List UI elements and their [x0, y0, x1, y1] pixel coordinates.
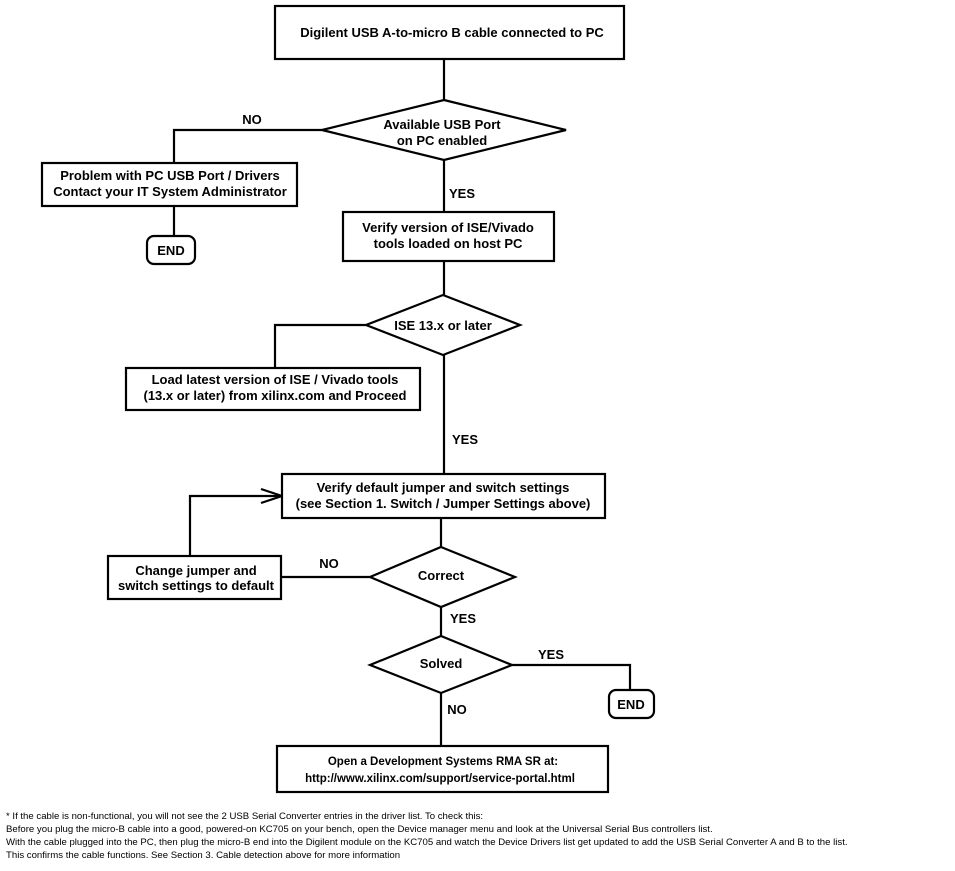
- connector-usb-no: [172, 128, 322, 163]
- footnote-line-1: * If the cable is non-functional, you wi…: [6, 811, 484, 822]
- footnote-line-2: Before you plug the micro-B cable into a…: [6, 824, 713, 835]
- decision-solved: Solved: [367, 634, 515, 695]
- node-change-jumpers-line-1: Change jumper and: [135, 563, 256, 578]
- node-end-1: END: [145, 234, 197, 266]
- label-solved-no: NO: [447, 702, 467, 717]
- node-change-jumpers-line-2: switch settings to default: [118, 578, 275, 593]
- decision-usb-port: Available USB Port on PC enabled: [321, 98, 567, 162]
- decision-correct-label: Correct: [418, 568, 465, 583]
- label-solved-yes: YES: [538, 647, 564, 662]
- node-start-line-1: Digilent USB A-to-micro B cable connecte…: [300, 25, 604, 40]
- node-end-2: END: [607, 688, 656, 720]
- node-usb-problem: Problem with PC USB Port / Drivers Conta…: [40, 161, 299, 208]
- node-start: Digilent USB A-to-micro B cable connecte…: [273, 4, 626, 61]
- node-rma-line-2: http://www.xilinx.com/support/service-po…: [305, 773, 575, 785]
- node-end-1-label: END: [157, 243, 184, 258]
- connectors: [172, 59, 632, 746]
- node-verify-jumpers-line-1: Verify default jumper and switch setting…: [317, 480, 570, 495]
- connector-change-to-jumpers: [188, 494, 282, 556]
- edge-labels: NO YES YES NO YES YES NO: [242, 112, 564, 717]
- node-change-jumpers: Change jumper and switch settings to def…: [106, 554, 283, 601]
- label-usb-yes: YES: [449, 186, 475, 201]
- node-verify-tools-line-2: tools loaded on host PC: [374, 236, 523, 251]
- connector-ise-to-load: [273, 323, 366, 368]
- node-rma-line-1: Open a Development Systems RMA SR at:: [328, 756, 558, 768]
- flowchart: Digilent USB A-to-micro B cable connecte…: [40, 4, 656, 794]
- node-verify-jumpers-line-2: (see Section 1. Switch / Jumper Settings…: [296, 496, 591, 511]
- node-end-2-label: END: [617, 697, 644, 712]
- node-usb-problem-line-2: Contact your IT System Administrator: [53, 184, 287, 199]
- node-load-tools: Load latest version of ISE / Vivado tool…: [124, 366, 422, 412]
- connector-solved-yes: [512, 663, 632, 690]
- decision-usb-port-line-1: Available USB Port: [383, 117, 501, 132]
- decision-solved-label: Solved: [420, 656, 463, 671]
- decision-ise-version: ISE 13.x or later: [362, 293, 524, 357]
- node-verify-tools: Verify version of ISE/Vivado tools loade…: [341, 210, 556, 263]
- label-usb-no: NO: [242, 112, 262, 127]
- node-verify-tools-line-1: Verify version of ISE/Vivado: [362, 220, 534, 235]
- node-load-tools-line-2: (13.x or later) from xilinx.com and Proc…: [144, 388, 407, 403]
- node-verify-jumpers: Verify default jumper and switch setting…: [280, 472, 607, 520]
- decision-usb-port-line-2: on PC enabled: [397, 133, 487, 148]
- decision-correct: Correct: [367, 545, 518, 609]
- label-ise-yes: YES: [452, 432, 478, 447]
- label-correct-no: NO: [319, 556, 339, 571]
- node-rma: Open a Development Systems RMA SR at: ht…: [275, 744, 610, 794]
- node-load-tools-line-1: Load latest version of ISE / Vivado tool…: [152, 372, 399, 387]
- label-correct-yes: YES: [450, 611, 476, 626]
- node-usb-problem-line-1: Problem with PC USB Port / Drivers: [60, 168, 280, 183]
- decision-ise-version-label: ISE 13.x or later: [394, 318, 492, 333]
- footnote-line-3: With the cable plugged into the PC, then…: [6, 837, 848, 848]
- footnote: * If the cable is non-functional, you wi…: [6, 810, 951, 862]
- footnote-line-4: This confirms the cable functions. See S…: [6, 850, 401, 861]
